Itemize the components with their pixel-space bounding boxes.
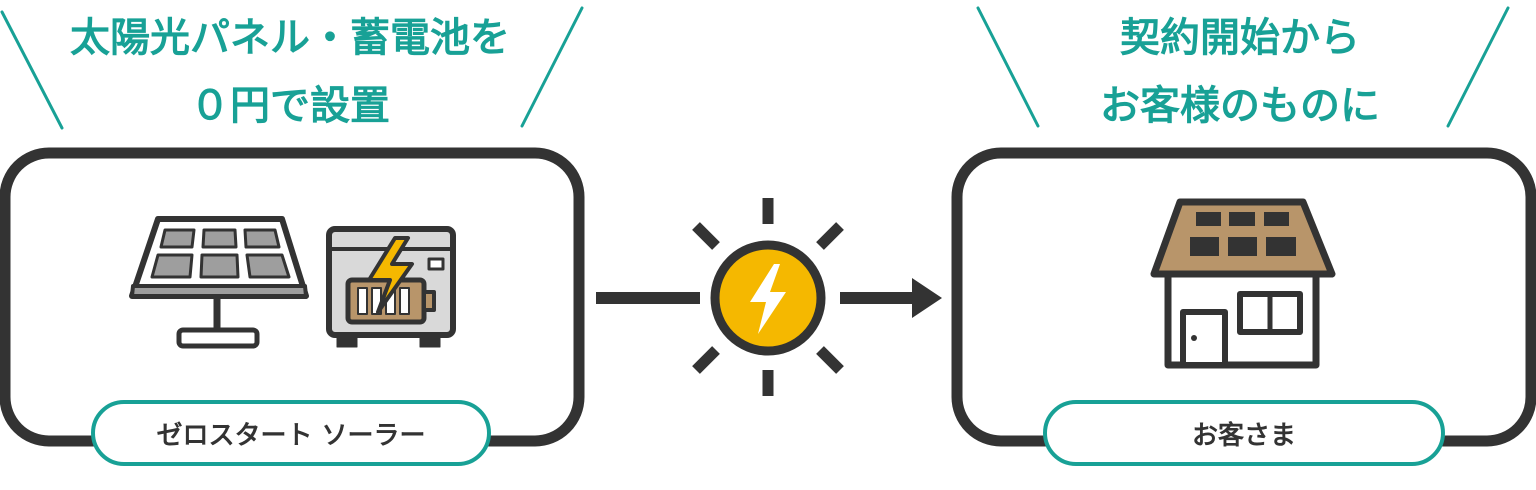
house-icon (1150, 198, 1336, 369)
customer-label-text: お客さま (1191, 420, 1296, 451)
customer-heading-line2: お客様のものに (1100, 83, 1380, 129)
sun-lightning-icon (750, 264, 786, 334)
provider-label: ゼロスタート ソーラー (91, 400, 491, 466)
provider-heading-line2: ０円で設置 (190, 83, 390, 129)
provider-heading-line1: 太陽光パネル・蓄電池を (70, 15, 510, 61)
sun-icon (692, 198, 844, 396)
lightning-icon (367, 236, 414, 314)
customer-label: お客さま (1043, 400, 1445, 466)
arrow-right-icon (912, 278, 942, 318)
solar-panel-icon (129, 216, 309, 349)
provider-label-text: ゼロスタート ソーラー (156, 420, 426, 451)
heading-decor-lines (0, 6, 1510, 130)
customer-heading-line1: 契約開始から (1120, 15, 1360, 61)
battery-storage-icon (326, 226, 456, 348)
